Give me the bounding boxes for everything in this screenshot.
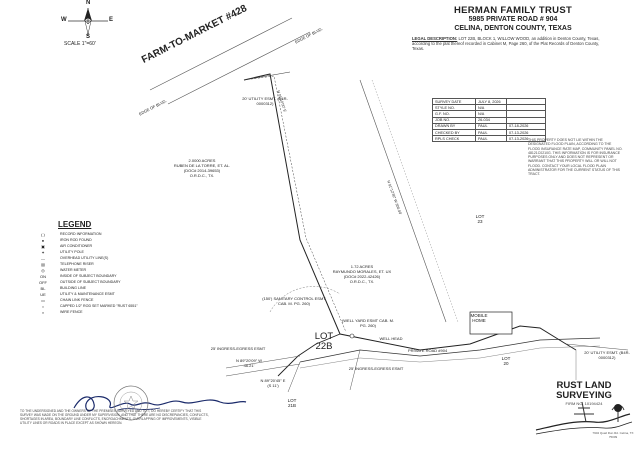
legend-label: OUTSIDE OF SUBJECT BOUNDARY bbox=[60, 280, 121, 284]
company-address: 7904 Quail Run Rd. Celina, TX 75009 bbox=[592, 431, 634, 439]
legend-symbol-icon: UE bbox=[40, 291, 46, 297]
legend-item: ▤ TELEPHONE RISER bbox=[36, 261, 156, 267]
legend-label: TELEPHONE RISER bbox=[60, 262, 94, 266]
legend-symbol-icon: ▣ bbox=[41, 243, 45, 249]
lot-20-label: LOT 20 bbox=[501, 356, 511, 366]
company-logo-icon bbox=[535, 401, 633, 435]
surveyor-seal bbox=[113, 385, 149, 421]
utility-esmt-top: 20' UTILITY ESMT. (B4R-0000312) bbox=[242, 96, 288, 106]
legend-item: ON INSIDE OF SUBJECT BOUNDARY bbox=[36, 273, 156, 279]
flood-notes: THIS PROPERTY DOES NOT LIE WITHIN THE DE… bbox=[528, 138, 623, 177]
compass-w: W bbox=[61, 17, 67, 23]
legend-item: ◎ WATER METER bbox=[36, 267, 156, 273]
legend-label: BUILDING LINE bbox=[60, 286, 86, 290]
legend-label: UTILITY & MAINTENANCE ESMT bbox=[60, 292, 115, 296]
legend-symbol-icon: ○ bbox=[41, 303, 45, 309]
parcel-ruben: 2.0000 ACRES RUBEN DE LA TORRE, ET. AL. … bbox=[173, 158, 231, 178]
company-block: RUST LAND SURVEYING FIRM NO. 10194424 bbox=[530, 380, 638, 407]
property-address: 5985 PRIVATE ROAD # 904 bbox=[468, 16, 558, 23]
mobile-home-outline bbox=[469, 311, 513, 335]
legend-symbol-icon: ● bbox=[41, 237, 45, 243]
legend-label: WIRE FENCE bbox=[60, 310, 83, 314]
legend-item: ○ CAPPED 1/2" ROD SET MARKED "RUST 6551" bbox=[36, 303, 156, 309]
ingress-esmt-bottom: 25' INGRESS-EGRESS ESMT bbox=[348, 366, 404, 371]
scale-label: SCALE 1"=60' bbox=[64, 41, 96, 47]
lot-23-label: LOT 23 bbox=[475, 214, 485, 224]
legend-item: ▣ AIR CONDITIONER bbox=[36, 243, 156, 249]
ingress-esmt-left: 25' INGRESS-EGRESS ESMT bbox=[210, 346, 266, 351]
compass-s: S bbox=[86, 34, 91, 40]
well-head-label: WELL HEAD bbox=[379, 336, 403, 341]
title-block: HERMAN FAMILY TRUST 5985 PRIVATE ROAD # … bbox=[388, 6, 638, 33]
legal-description: LEGAL DESCRIPTION: LOT 22B, BLOCK 1, WIL… bbox=[412, 36, 602, 52]
lot-22b-label: LOT 22B bbox=[314, 331, 334, 352]
legend: LEGEND ( ) RECORD INFORMATION ● IRON ROD FO… bbox=[36, 220, 156, 315]
bearing-bottom: N 89°20'45" E (S 11') bbox=[260, 378, 286, 388]
surveyor-signature bbox=[73, 396, 247, 412]
legend-label: RECORD INFORMATION bbox=[60, 232, 102, 236]
property-location: CELINA, DENTON COUNTY, TEXAS bbox=[454, 25, 572, 32]
legend-item: × WIRE FENCE bbox=[36, 309, 156, 315]
mobile-home-label: MOBILE HOME bbox=[470, 313, 488, 323]
legend-symbol-icon: ( ) bbox=[41, 231, 45, 237]
legal-text: LOT 22B, BLOCK 1, WILLOW WOOD, an additi… bbox=[412, 36, 600, 52]
well-head-icon bbox=[349, 333, 355, 339]
legend-symbol-icon: ✦ bbox=[41, 249, 45, 255]
legend-item: ( ) RECORD INFORMATION bbox=[36, 231, 156, 237]
legend-symbol-icon: — bbox=[41, 255, 45, 261]
owner-name: HERMAN FAMILY TRUST bbox=[453, 5, 573, 16]
legend-symbol-icon: BL bbox=[40, 285, 46, 291]
legend-label: OVERHEAD UTILITY LINE(S) bbox=[60, 256, 109, 260]
legend-item: UE UTILITY & MAINTENANCE ESMT bbox=[36, 291, 156, 297]
private-road-label: PRIVATE ROAD #904 bbox=[408, 348, 448, 353]
legend-symbol-icon: ◎ bbox=[41, 267, 45, 273]
compass-n: N bbox=[86, 0, 91, 6]
legend-title: LEGEND bbox=[58, 220, 92, 229]
parcel-raymundo: 1.72 ACRES RAYMUNDO MORALES, ET. UX (DOC… bbox=[332, 264, 392, 284]
sanitary-esmt: (150') SANITARY CONTROL ESMT CAB. M. PG.… bbox=[262, 296, 326, 306]
legend-label: UTILITY POLE bbox=[60, 250, 84, 254]
legend-item: ✦ UTILITY POLE bbox=[36, 249, 156, 255]
utility-esmt-right: 20' UTILITY ESMT. (B4R-0000312) bbox=[584, 350, 630, 360]
company-firm-no: FIRM NO. 10194424 bbox=[565, 401, 603, 406]
legend-symbol-icon: OFF bbox=[39, 279, 47, 285]
legend-label: IRON ROD FOUND bbox=[60, 238, 92, 242]
bearing-left: N 89°20'09" W 46.21' bbox=[235, 358, 263, 368]
company-name-2: SURVEYING bbox=[556, 390, 612, 401]
legend-item: ▭ CHAIN LINK FENCE bbox=[36, 297, 156, 303]
legend-item: ● IRON ROD FOUND bbox=[36, 237, 156, 243]
legal-heading: LEGAL DESCRIPTION: bbox=[412, 36, 458, 41]
legend-symbol-icon: ▭ bbox=[41, 297, 45, 303]
legend-label: WATER METER bbox=[60, 268, 87, 272]
legend-label: CHAIN LINK FENCE bbox=[60, 298, 94, 302]
legend-label: AIR CONDITIONER bbox=[60, 244, 93, 248]
legend-symbol-icon: × bbox=[41, 309, 45, 315]
compass-e: E bbox=[109, 17, 114, 23]
well-yard-esmt: (WELL YARD ESMT CAB. M. PG. 260) bbox=[341, 318, 395, 328]
compass-rose-icon bbox=[68, 8, 108, 36]
survey-table-cell: 07-13-2026 bbox=[506, 135, 546, 143]
company-name-1: RUST LAND bbox=[556, 380, 612, 391]
legend-symbol-icon: ON bbox=[40, 273, 46, 279]
legend-item: BL BUILDING LINE bbox=[36, 285, 156, 291]
legend-label: INSIDE OF SUBJECT BOUNDARY bbox=[60, 274, 117, 278]
north-arrow: N W E S bbox=[61, 0, 114, 40]
legend-item: OFF OUTSIDE OF SUBJECT BOUNDARY bbox=[36, 279, 156, 285]
lot-boundary bbox=[243, 73, 577, 351]
lot-21b-label: LOT 21B bbox=[287, 398, 297, 408]
legend-item: — OVERHEAD UTILITY LINE(S) bbox=[36, 255, 156, 261]
legend-symbol-icon: ▤ bbox=[41, 261, 45, 267]
legend-label: CAPPED 1/2" ROD SET MARKED "RUST 6551" bbox=[60, 304, 138, 308]
certification-text: TO THE UNDERSIGNED AND THE OWNERS OF THE… bbox=[20, 409, 209, 425]
